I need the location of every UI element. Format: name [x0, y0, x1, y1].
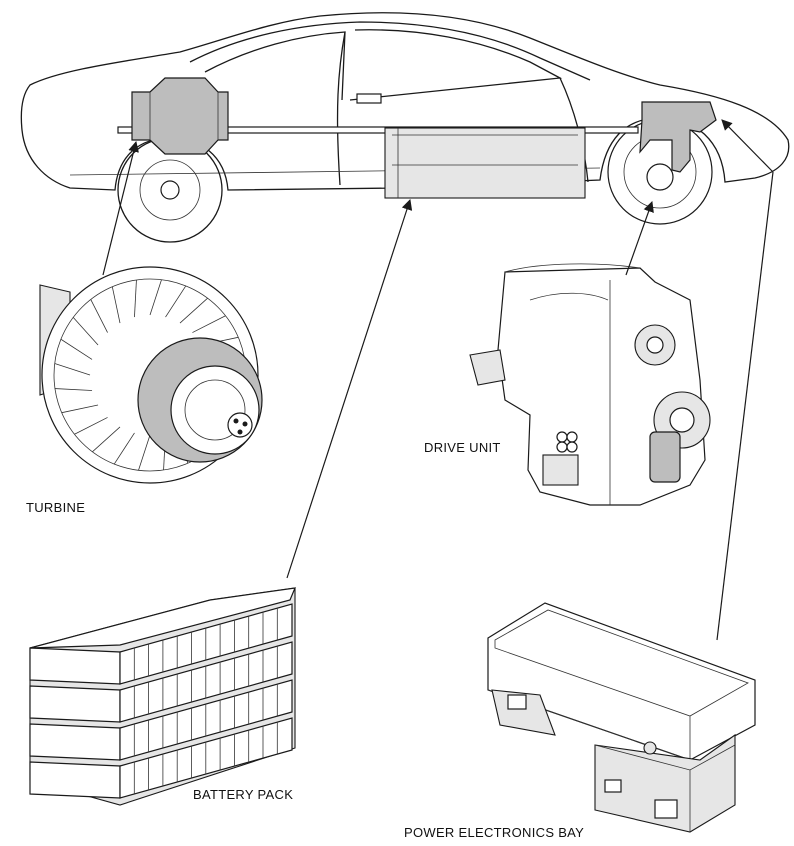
power-electronics-pointer: [716, 171, 774, 641]
power-electronics-bay-label: POWER ELECTRONICS BAY: [404, 825, 585, 840]
battery-pack-label: BATTERY PACK: [193, 787, 294, 802]
power-electronics-illustration: [487, 602, 756, 833]
leader-arrows: [102, 119, 774, 641]
drive-unit-illustration: [469, 263, 711, 506]
car-drive-unit-location: [639, 101, 717, 173]
battery-pointer: [286, 198, 413, 579]
car-battery-location: [384, 127, 586, 199]
battery-pack-illustration: [29, 587, 296, 806]
drive-unit-label: DRIVE UNIT: [424, 440, 501, 455]
car-turbine-location: [131, 77, 229, 155]
car-outline: [20, 12, 790, 243]
drive-unit-pointer: [625, 200, 654, 276]
turbine-label: TURBINE: [26, 500, 86, 515]
turbine-pointer: [102, 140, 139, 276]
turbine-illustration: [39, 266, 263, 484]
